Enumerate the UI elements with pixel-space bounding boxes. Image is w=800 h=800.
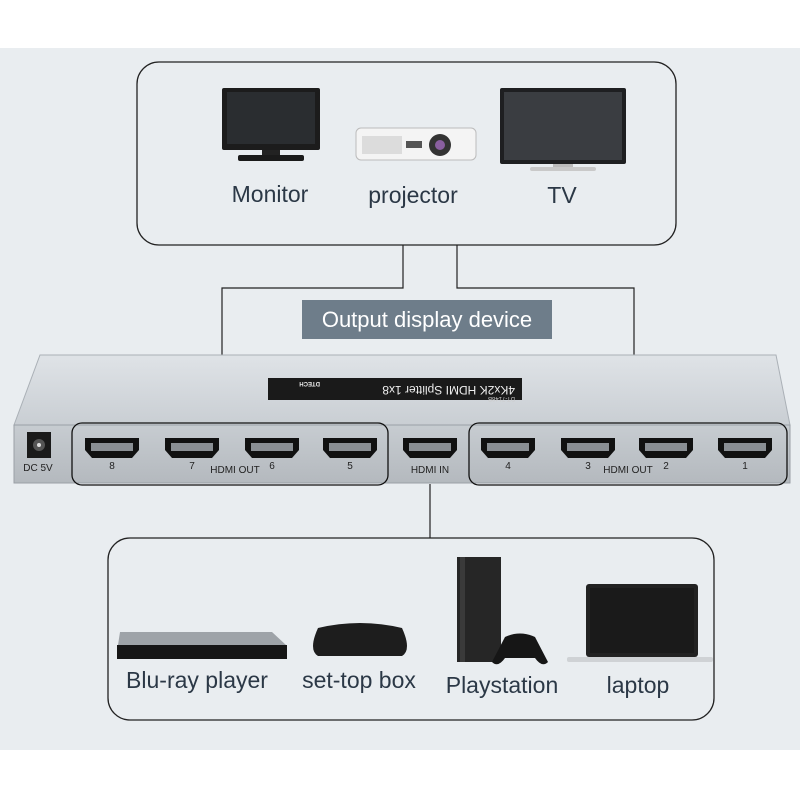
hdmi-out-port-8-number: 8 [109, 461, 115, 472]
device-label-monitor: Monitor [232, 181, 309, 207]
tv-icon [500, 88, 626, 171]
hdmi-out-port-5-number: 5 [347, 461, 353, 472]
hdmi-in-label: HDMI IN [411, 465, 449, 476]
output-caption: Output display device [322, 307, 532, 332]
device-label-projector: projector [368, 182, 458, 208]
monitor-icon [222, 88, 320, 161]
output-devices-box [136, 61, 677, 246]
hdmi-out-group-right [468, 422, 788, 486]
device-label-bluray: Blu-ray player [126, 667, 268, 693]
hdmi-out-port-2-number: 2 [663, 461, 669, 472]
projector-icon [355, 127, 477, 161]
output-caption-box [302, 300, 552, 339]
hdmi-out-port-4-number: 4 [505, 461, 511, 472]
hdmi-in-port-pins [409, 443, 451, 451]
hdmi-out-port-3-number: 3 [585, 461, 591, 472]
hdmi-out-label-left: HDMI OUT [210, 465, 259, 476]
hdmi-out-port-2-pins [645, 443, 687, 451]
laptop-icon [567, 584, 713, 662]
hdmi-out-label-right: HDMI OUT [603, 465, 652, 476]
device-label-playstation: Playstation [446, 672, 559, 698]
hdmi-out-port-7-pins [171, 443, 213, 451]
splitter-title: 4Kx2K HDMI Splitter 1x8 [382, 383, 515, 397]
hdmi-out-port-8-pins [91, 443, 133, 451]
splitter-model: DT-7148B [488, 395, 515, 401]
device-label-set-top-box: set-top box [302, 667, 416, 693]
bluray-player-icon [117, 632, 287, 659]
hdmi-out-port-3-pins [567, 443, 609, 451]
hdmi-out-port-6-pins [251, 443, 293, 451]
hdmi-splitter: 4Kx2K HDMI Splitter 1x8 DT-7148B DTECH D… [13, 354, 791, 484]
hdmi-out-port-1-number: 1 [742, 461, 748, 472]
device-label-tv: TV [547, 182, 577, 208]
hdmi-out-port-4-pins [487, 443, 529, 451]
hdmi-out-port-1-pins [724, 443, 766, 451]
splitter-label-plate [268, 378, 522, 400]
dc-power-label: DC 5V [23, 463, 53, 474]
playstation-icon [457, 557, 548, 665]
hdmi-out-port-6-number: 6 [269, 461, 275, 472]
hdmi-out-port-5-pins [329, 443, 371, 451]
hdmi-out-port-7-number: 7 [189, 461, 195, 472]
device-label-laptop: laptop [607, 672, 670, 698]
hdmi-out-group-left [71, 422, 389, 486]
splitter-brand: DTECH [299, 380, 320, 386]
input-devices-box [107, 537, 715, 721]
set-top-box-icon [313, 623, 407, 656]
